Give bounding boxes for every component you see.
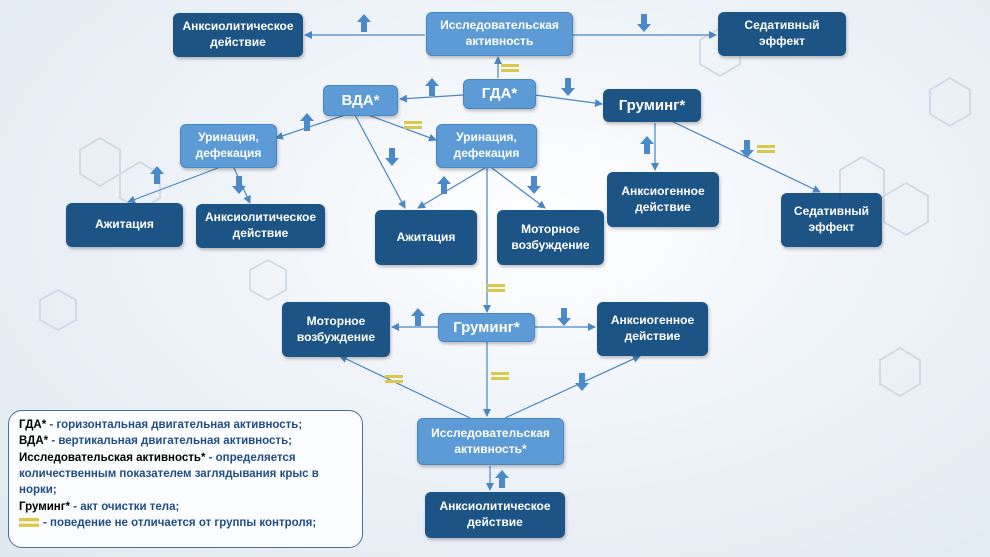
up-arrow-icon (150, 166, 164, 184)
equal-sign-icon (501, 64, 519, 72)
legend-line: ГДА* - горизонтальная двигательная актив… (19, 419, 303, 431)
legend-line: Груминг* - акт очистки тела; (19, 500, 180, 513)
up-arrow-icon (425, 78, 439, 96)
node-agitation-left[interactable]: Ажитация (66, 203, 183, 247)
up-arrow-icon (300, 113, 314, 131)
down-arrow-icon (575, 373, 589, 391)
down-arrow-icon (557, 308, 571, 326)
node-anxiolytic-bottom[interactable]: Анксиолитическое действие (425, 492, 565, 538)
node-agitation-mid[interactable]: Ажитация (375, 210, 477, 265)
down-arrow-icon (527, 176, 541, 194)
node-sedative-right[interactable]: Седативный эффект (781, 193, 882, 247)
up-arrow-icon (437, 176, 451, 194)
up-arrow-icon (411, 308, 425, 326)
node-anxiogenic-right[interactable]: Анксиогенное действие (607, 172, 719, 227)
node-urination-left[interactable]: Уринация, дефекация (180, 124, 277, 168)
node-urination-mid[interactable]: Уринация, дефекация (436, 124, 537, 168)
legend-line: Исследовательская активность* - определя… (19, 451, 319, 497)
down-arrow-icon (637, 14, 651, 32)
node-motor-low[interactable]: Моторное возбуждение (282, 302, 390, 357)
node-anxiolytic-left[interactable]: Анксиолитическое действие (196, 204, 325, 248)
legend-line: - поведение не отличается от группы конт… (19, 515, 352, 531)
equal-sign-icon (757, 145, 775, 153)
up-arrow-icon (640, 136, 654, 154)
node-research-low[interactable]: Исследовательская активность* (417, 418, 564, 465)
down-arrow-icon (561, 78, 575, 96)
node-anxiogenic-low[interactable]: Анксиогенное действие (597, 302, 708, 356)
equal-sign-icon (487, 284, 505, 292)
node-gda[interactable]: ГДА* (463, 79, 536, 109)
node-grooming-low[interactable]: Груминг* (438, 313, 535, 342)
equal-sign-icon (385, 375, 403, 383)
node-top-sedative[interactable]: Седативный эффект (718, 12, 846, 56)
node-top-anxiolytic[interactable]: Анксиолитическое действие (173, 13, 303, 57)
down-arrow-icon (385, 148, 399, 166)
equal-sign-icon (404, 121, 422, 129)
down-arrow-icon (232, 176, 246, 194)
equal-sign-icon (19, 517, 39, 527)
equal-sign-icon (491, 372, 509, 380)
node-top-research-activity[interactable]: Исследовательская активность (426, 12, 573, 56)
legend-box: ГДА* - горизонтальная двигательная актив… (8, 410, 363, 548)
node-vda[interactable]: ВДА* (323, 85, 398, 116)
up-arrow-icon (357, 14, 371, 32)
node-motor-mid[interactable]: Моторное возбуждение (497, 210, 604, 265)
node-grooming-top[interactable]: Груминг* (603, 89, 701, 122)
legend-line: ВДА* - вертикальная двигательная активно… (19, 435, 292, 448)
up-arrow-icon (495, 470, 509, 488)
down-arrow-icon (740, 140, 754, 158)
